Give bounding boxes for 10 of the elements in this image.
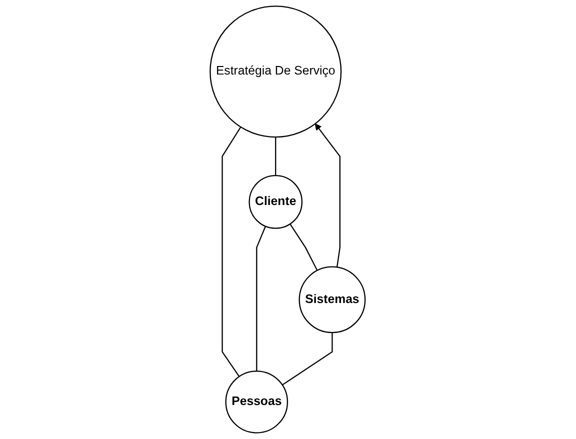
node-circle: Pessoas <box>226 370 288 434</box>
arrow <box>315 123 341 268</box>
connector <box>290 224 318 271</box>
connector <box>275 137 277 176</box>
connector <box>222 126 242 377</box>
node-circle: Sistemas <box>299 266 366 334</box>
connector <box>256 226 266 372</box>
node-circle: Cliente <box>249 175 303 229</box>
node-circle: Estratégia De Serviço <box>210 6 342 138</box>
connector <box>282 332 334 386</box>
